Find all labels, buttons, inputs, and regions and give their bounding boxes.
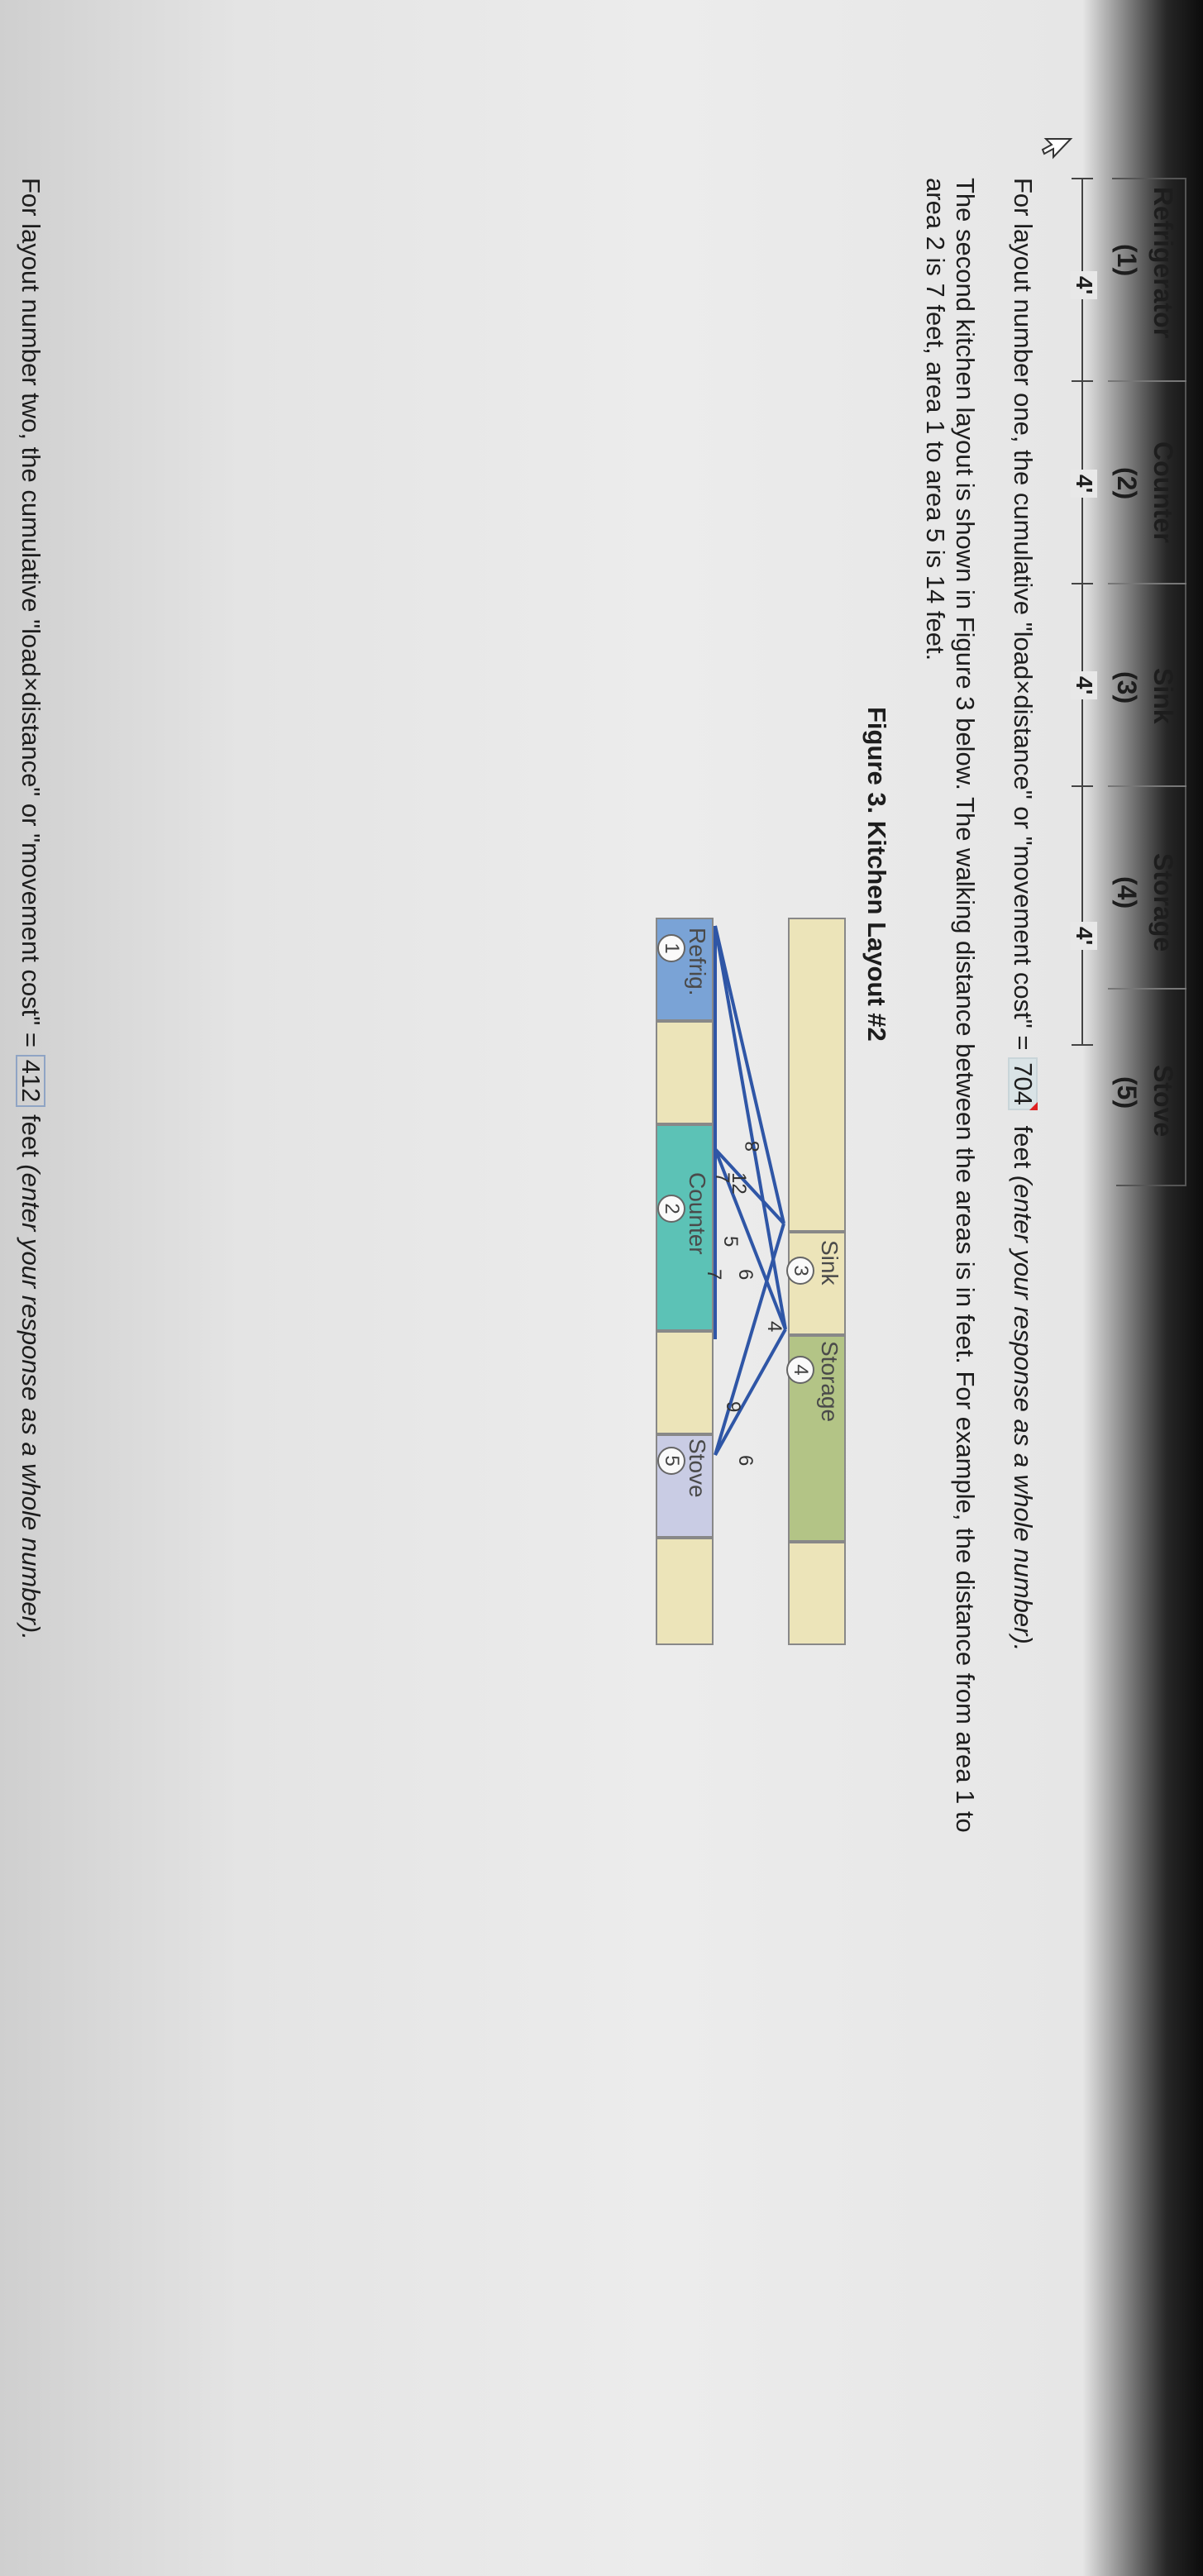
line-2-4	[714, 1148, 787, 1330]
distance-label: 5	[719, 1236, 742, 1247]
distance-label: 4	[763, 1321, 785, 1333]
question2-prefix: For layout number two, the cumulative "l…	[17, 178, 45, 1048]
label-refrig: Refrig.	[685, 928, 710, 996]
distance-label: 7	[703, 1269, 725, 1281]
question2-suffix: feet	[17, 1114, 45, 1157]
badge-4: 4	[786, 1356, 814, 1384]
label-storage: Storage	[817, 1341, 843, 1423]
distance-label: 8	[742, 1141, 764, 1152]
question2-answer[interactable]: 412	[16, 1054, 45, 1108]
distance-label: 7	[711, 1172, 733, 1184]
label-sink: Sink	[817, 1240, 843, 1286]
line-1-4	[714, 925, 785, 1224]
question2-instruction: (enter your response as a whole number).	[17, 1164, 45, 1640]
distance-label: 6	[734, 1269, 757, 1281]
badge-1: 1	[657, 934, 685, 962]
distance-label: 9	[722, 1401, 744, 1413]
cursor-icon	[1041, 138, 1073, 160]
label-counter: Counter	[685, 1172, 710, 1255]
badge-3: 3	[786, 1257, 814, 1285]
distance-label: 6	[734, 1455, 757, 1467]
line-2-3	[714, 1147, 785, 1225]
badge-2: 2	[657, 1195, 685, 1223]
line-4-5	[714, 1329, 787, 1456]
label-stove: Stove	[685, 1438, 710, 1498]
question2-line: For layout number two, the cumulative "l…	[16, 178, 45, 1640]
line-3-5	[714, 1223, 785, 1456]
badge-5: 5	[657, 1447, 685, 1475]
